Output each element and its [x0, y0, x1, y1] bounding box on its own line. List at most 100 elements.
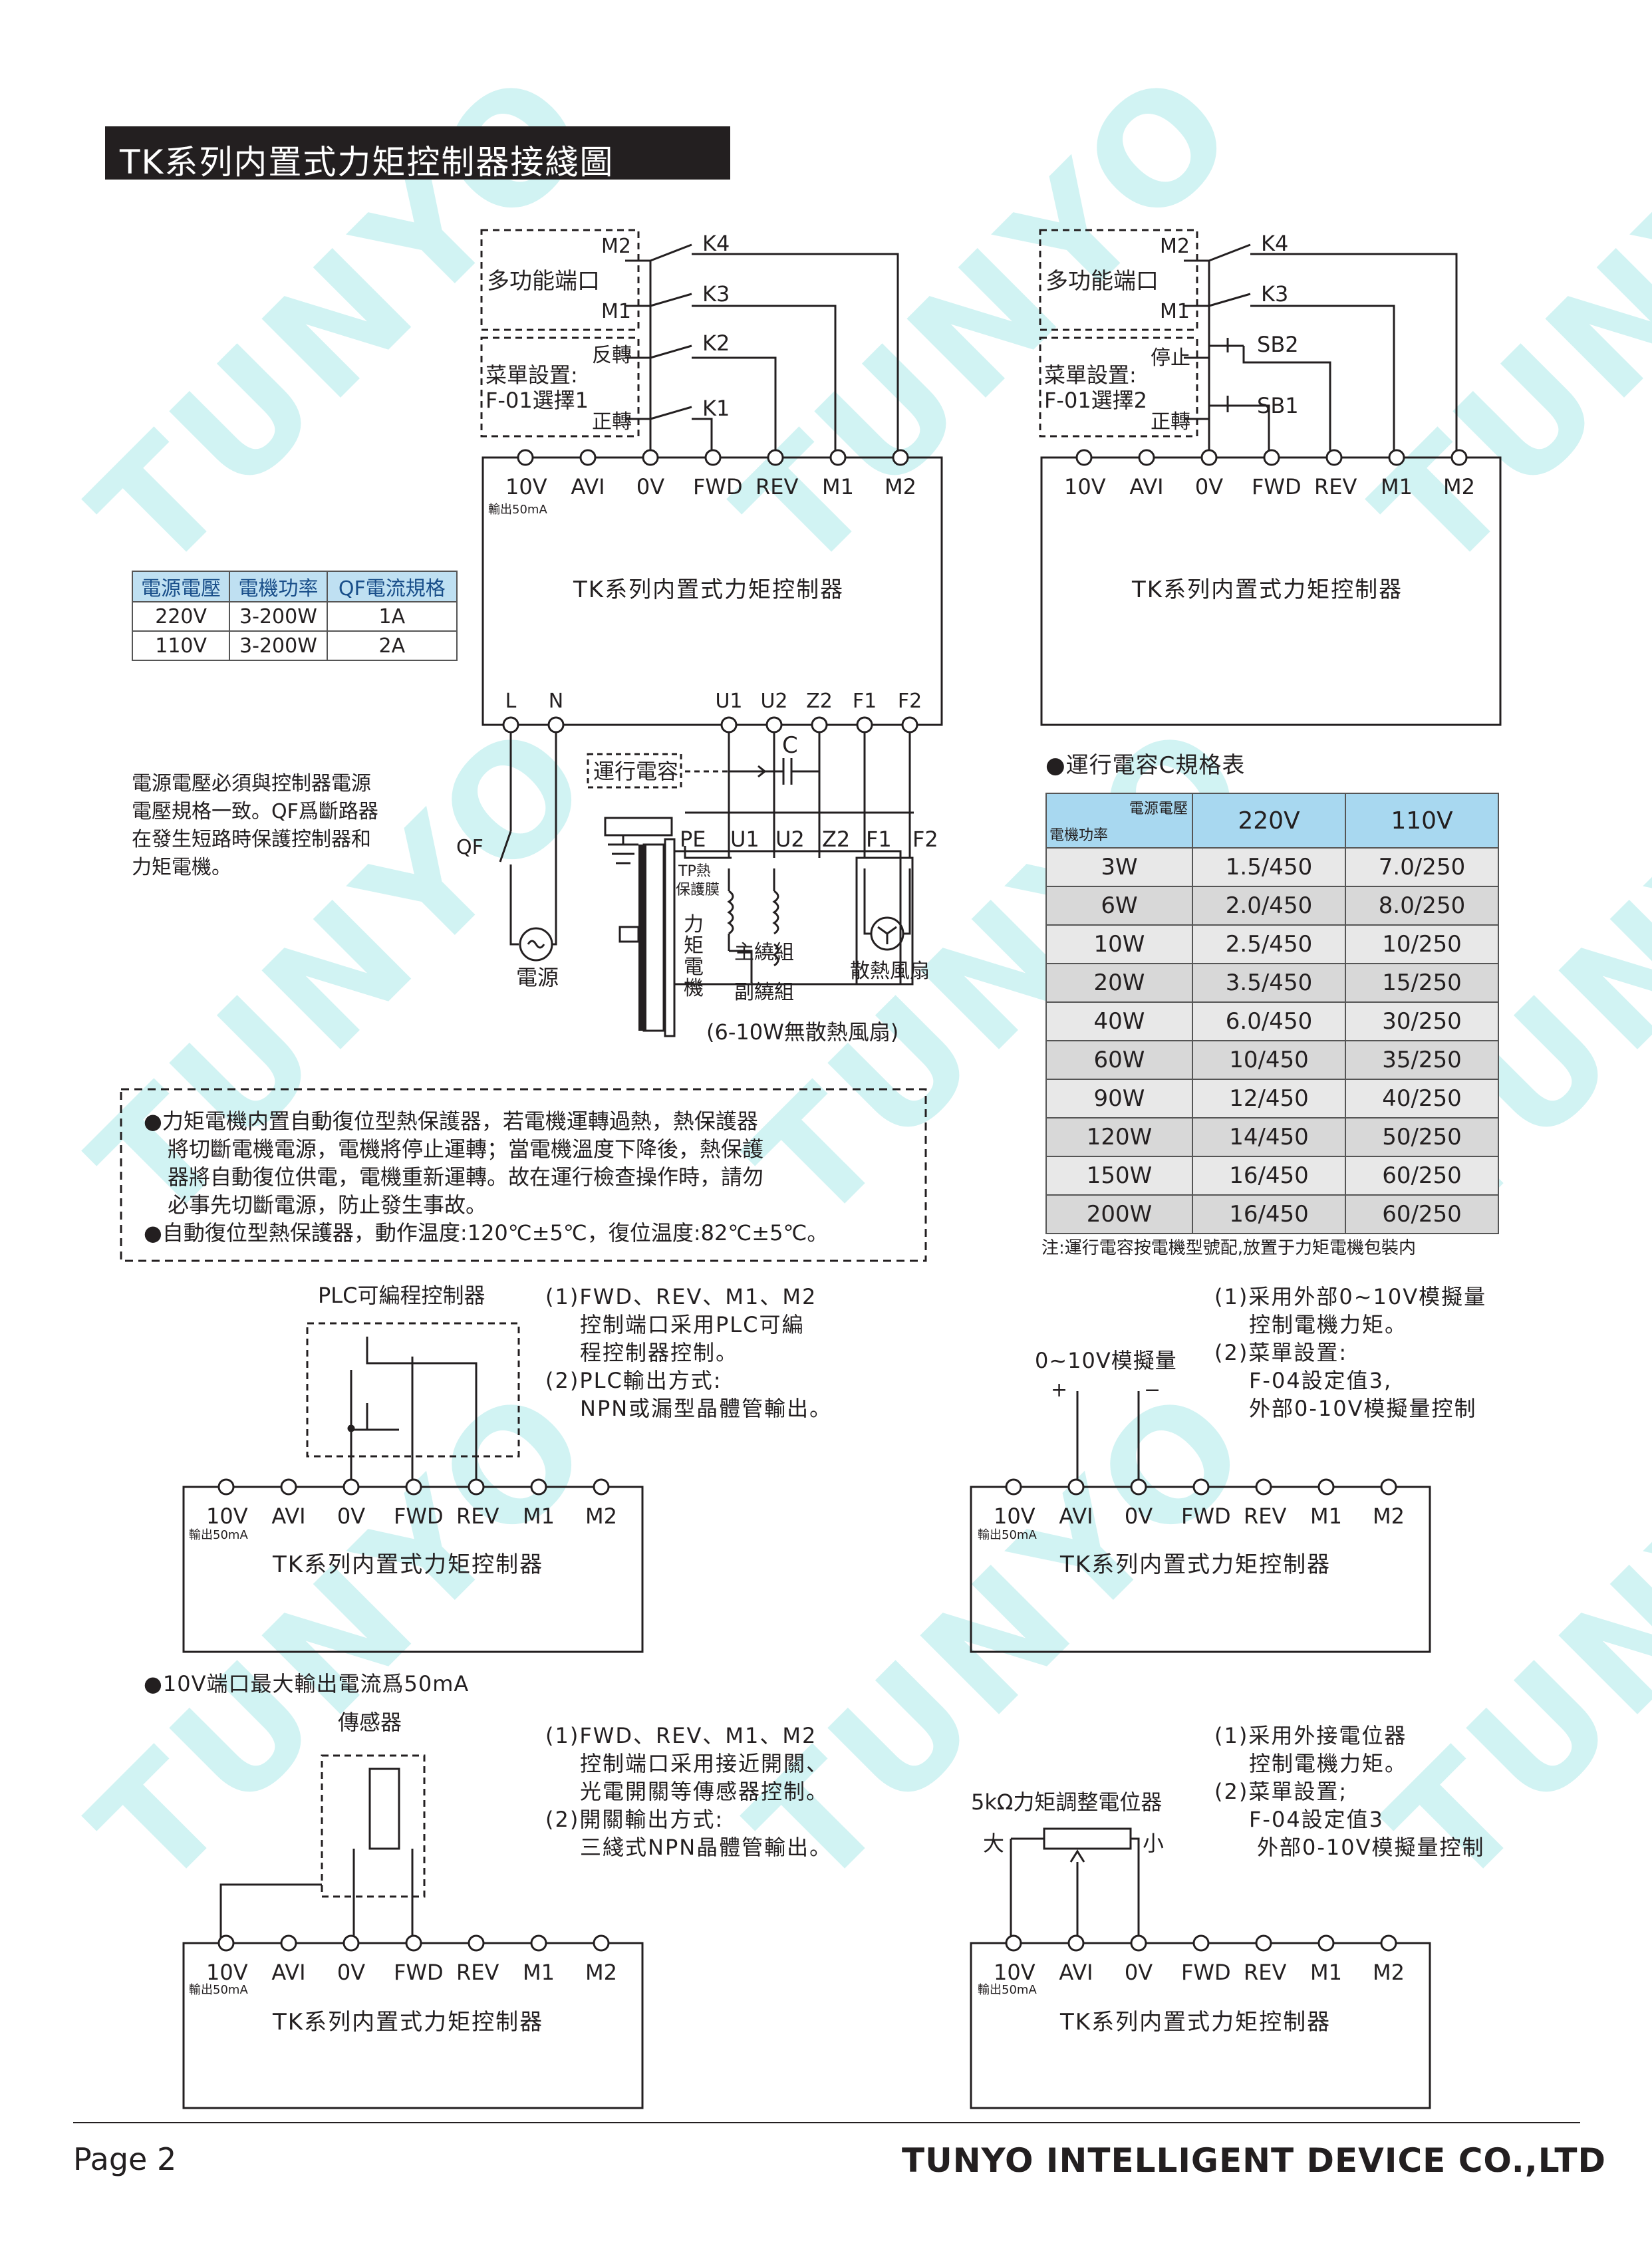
terminal-label: AVI [1059, 1504, 1093, 1529]
terminal-dot [530, 1478, 547, 1496]
table-cell: 30/250 [1345, 1001, 1499, 1041]
terminal-label: M1 [1381, 474, 1413, 499]
sensor-note: (1)FWD、REV、M1、M2 [545, 1723, 817, 1748]
terminal-dot [593, 1478, 610, 1496]
no-fan-label: (6-10W無散熱風扇) [706, 1019, 899, 1045]
terminal-dot [1450, 449, 1468, 466]
page-title: TK系列内置式力矩控制器接綫圖 [120, 143, 615, 182]
motor-label: 力 [684, 913, 704, 936]
terminal-dot [530, 1934, 547, 1952]
table-cell: 40/250 [1345, 1079, 1499, 1119]
switch-sb1: SB1 [1257, 393, 1299, 418]
table-cell: 200W [1045, 1194, 1193, 1234]
terminal-dot [892, 449, 909, 466]
terminal-dot [1075, 449, 1093, 466]
out-50ma-label: 輸出50mA [189, 1528, 248, 1542]
terminal-label: AVI [1129, 474, 1164, 499]
menu-line1: 菜單設置: [485, 362, 578, 388]
multi-port-label: 多功能端口 [1045, 268, 1159, 295]
table-corner: 電源電壓 電機功率 [1045, 793, 1193, 849]
terminal-label: REV [456, 1960, 499, 1985]
pot-label: 5kΩ力矩調整電位器 [971, 1789, 1163, 1815]
power-terminal-dot [547, 716, 565, 733]
terminal-dot [1130, 1934, 1147, 1952]
terminal-label: M1 [1310, 1504, 1342, 1529]
switch-k4: K4 [702, 231, 730, 256]
table-header: 110V [1345, 793, 1499, 849]
motor-label: 矩 [684, 934, 704, 958]
analog-minus: − [1144, 1379, 1161, 1402]
table-cell: 3.5/450 [1192, 963, 1346, 1003]
pot-big-label: 大 [983, 1831, 1005, 1856]
motor-term-z2: Z2 [822, 827, 851, 852]
terminal-label: FWD [1181, 1504, 1231, 1529]
cap-table-note: 注:運行電容按電機型號配,放置于力矩電機包裝内 [1041, 1238, 1417, 1258]
table-cell: 16/450 [1192, 1156, 1346, 1196]
fwd-label: 正轉 [1151, 410, 1190, 434]
plc-note: NPN或漏型晶體管輸出。 [580, 1396, 833, 1421]
switch-k4: K4 [1261, 231, 1289, 256]
terminal-label: 0V [1124, 1960, 1153, 1985]
terminal-label: REV [1244, 1504, 1287, 1529]
power-note-line: 在發生短路時保護控制器和 [132, 828, 371, 851]
corner-bottom: 電機功率 [1049, 827, 1109, 844]
switch-k3: K3 [1261, 281, 1289, 307]
terminal-dot [1255, 1934, 1272, 1952]
warning-line: ●力矩電機内置自動復位型熱保護器，若電機運轉過熱，熱保護器 [144, 1109, 758, 1134]
power-note-line: 電壓規格一致。QF爲斷路器 [132, 800, 378, 823]
terminal-label: M2 [1373, 1960, 1405, 1985]
power-terminal-label: L [505, 690, 517, 713]
sensor-note: 控制端口采用接近開關、 [580, 1751, 829, 1776]
terminal-label: AVI [271, 1504, 306, 1529]
terminal-label: AVI [571, 474, 605, 499]
motor-label: 機 [684, 977, 704, 1000]
menu-line1: 菜單設置: [1044, 362, 1137, 388]
tp-label: TP熱 [678, 863, 711, 880]
table-cell: 10/450 [1192, 1040, 1346, 1080]
power-terminal-label: F2 [897, 690, 922, 713]
power-terminal-label: Z2 [806, 690, 833, 713]
table-cell: 90W [1045, 1079, 1193, 1119]
pot-note: 控制電機力矩。 [1249, 1751, 1408, 1776]
motor-term-u1: U1 [730, 827, 759, 852]
fwd-label: 正轉 [592, 410, 632, 434]
cap-c-label: C [782, 732, 798, 759]
terminal-dot [1192, 1934, 1210, 1952]
stop-label: 停止 [1151, 346, 1190, 370]
plc-note: (1)FWD、REV、M1、M2 [545, 1284, 817, 1309]
table-cell: 60/250 [1345, 1156, 1499, 1196]
rev-label: 反轉 [592, 344, 632, 367]
terminal-dot [579, 449, 597, 466]
switch-k1: K1 [702, 396, 730, 421]
terminal-label: FWD [693, 474, 743, 499]
table-cell: 15/250 [1345, 963, 1499, 1003]
terminal-label: 10V [505, 474, 547, 499]
power-terminal-label: F1 [852, 690, 877, 713]
terminal-label: 0V [1194, 474, 1224, 499]
sensor-box [321, 1754, 426, 1898]
table-header: 220V [1192, 793, 1346, 849]
run-cap-box [587, 753, 682, 789]
controller-name: TK系列内置式力矩控制器 [1132, 577, 1403, 603]
pot-note: 外部0-10V模擬量控制 [1257, 1835, 1485, 1860]
terminal-label: REV [1314, 474, 1357, 499]
terminal-dot [1388, 449, 1405, 466]
pe-label: PE [680, 827, 706, 852]
out-50ma-label: 輸出50mA [978, 1983, 1037, 1997]
terminal-label: 10V [994, 1960, 1035, 1985]
terminal-dot [1067, 1934, 1085, 1952]
main-winding-label: 主繞組 [734, 941, 794, 964]
motor-term-f2: F2 [912, 827, 938, 852]
analog-label: 0~10V模擬量 [1035, 1348, 1177, 1373]
terminal-label: 10V [206, 1960, 248, 1985]
multi-port-label: 多功能端口 [487, 268, 600, 295]
out-50ma-label: 輸出50mA [978, 1528, 1037, 1542]
power-terminal-dot [901, 716, 918, 733]
terminal-dot [1005, 1478, 1022, 1496]
